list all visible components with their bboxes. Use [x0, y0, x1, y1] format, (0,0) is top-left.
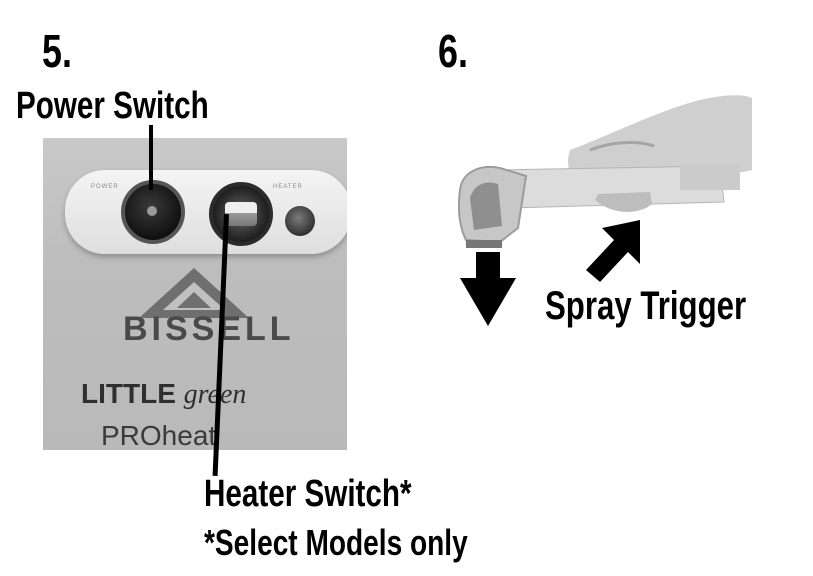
control-plate: POWER HEATER: [65, 170, 347, 254]
plate-marking: POWER: [91, 184, 119, 190]
brand-name: BISSELL: [123, 310, 295, 348]
plate-marking: HEATER: [273, 184, 303, 190]
power-switch-label-text: Power Switch: [16, 85, 209, 127]
spray-trigger-label: Spray Trigger: [545, 284, 803, 328]
heater-switch-label-text: Heater Switch*: [204, 473, 412, 515]
heater-switch-label: Heater Switch*: [204, 474, 470, 514]
spray-trigger-label-text: Spray Trigger: [545, 284, 747, 328]
power-switch: [121, 180, 185, 244]
product-name-little: LITTLE: [81, 378, 176, 409]
down-arrow-icon: [460, 252, 516, 326]
tool-connector: [680, 164, 740, 190]
product-name-line2: PROheat: [101, 420, 217, 450]
power-indicator: [147, 206, 157, 216]
heater-switch: [209, 182, 273, 246]
nozzle-window: [470, 182, 502, 230]
spray-trigger: [595, 192, 652, 212]
power-switch-leader-line: [149, 125, 153, 190]
power-switch-label: Power Switch: [16, 86, 263, 126]
heater-rocker: [225, 202, 257, 226]
select-models-note-text: *Select Models only: [204, 522, 468, 563]
pointer-arrow-icon: [586, 220, 640, 282]
finger-crease: [589, 141, 655, 152]
step-6-number: 6.: [438, 28, 476, 74]
step-5-number: 5.: [42, 28, 80, 74]
select-models-note: *Select Models only: [204, 524, 542, 562]
step-6-number-text: 6.: [438, 25, 468, 77]
spray-tool-illustration: [457, 95, 752, 326]
small-button: [285, 206, 315, 236]
step-5-number-text: 5.: [42, 25, 72, 77]
product-name-line1: LITTLE green: [81, 378, 246, 411]
control-panel-photo: POWER HEATER BISSELL LITTLE green PROhea…: [43, 138, 347, 450]
nozzle-bristles: [466, 240, 502, 248]
